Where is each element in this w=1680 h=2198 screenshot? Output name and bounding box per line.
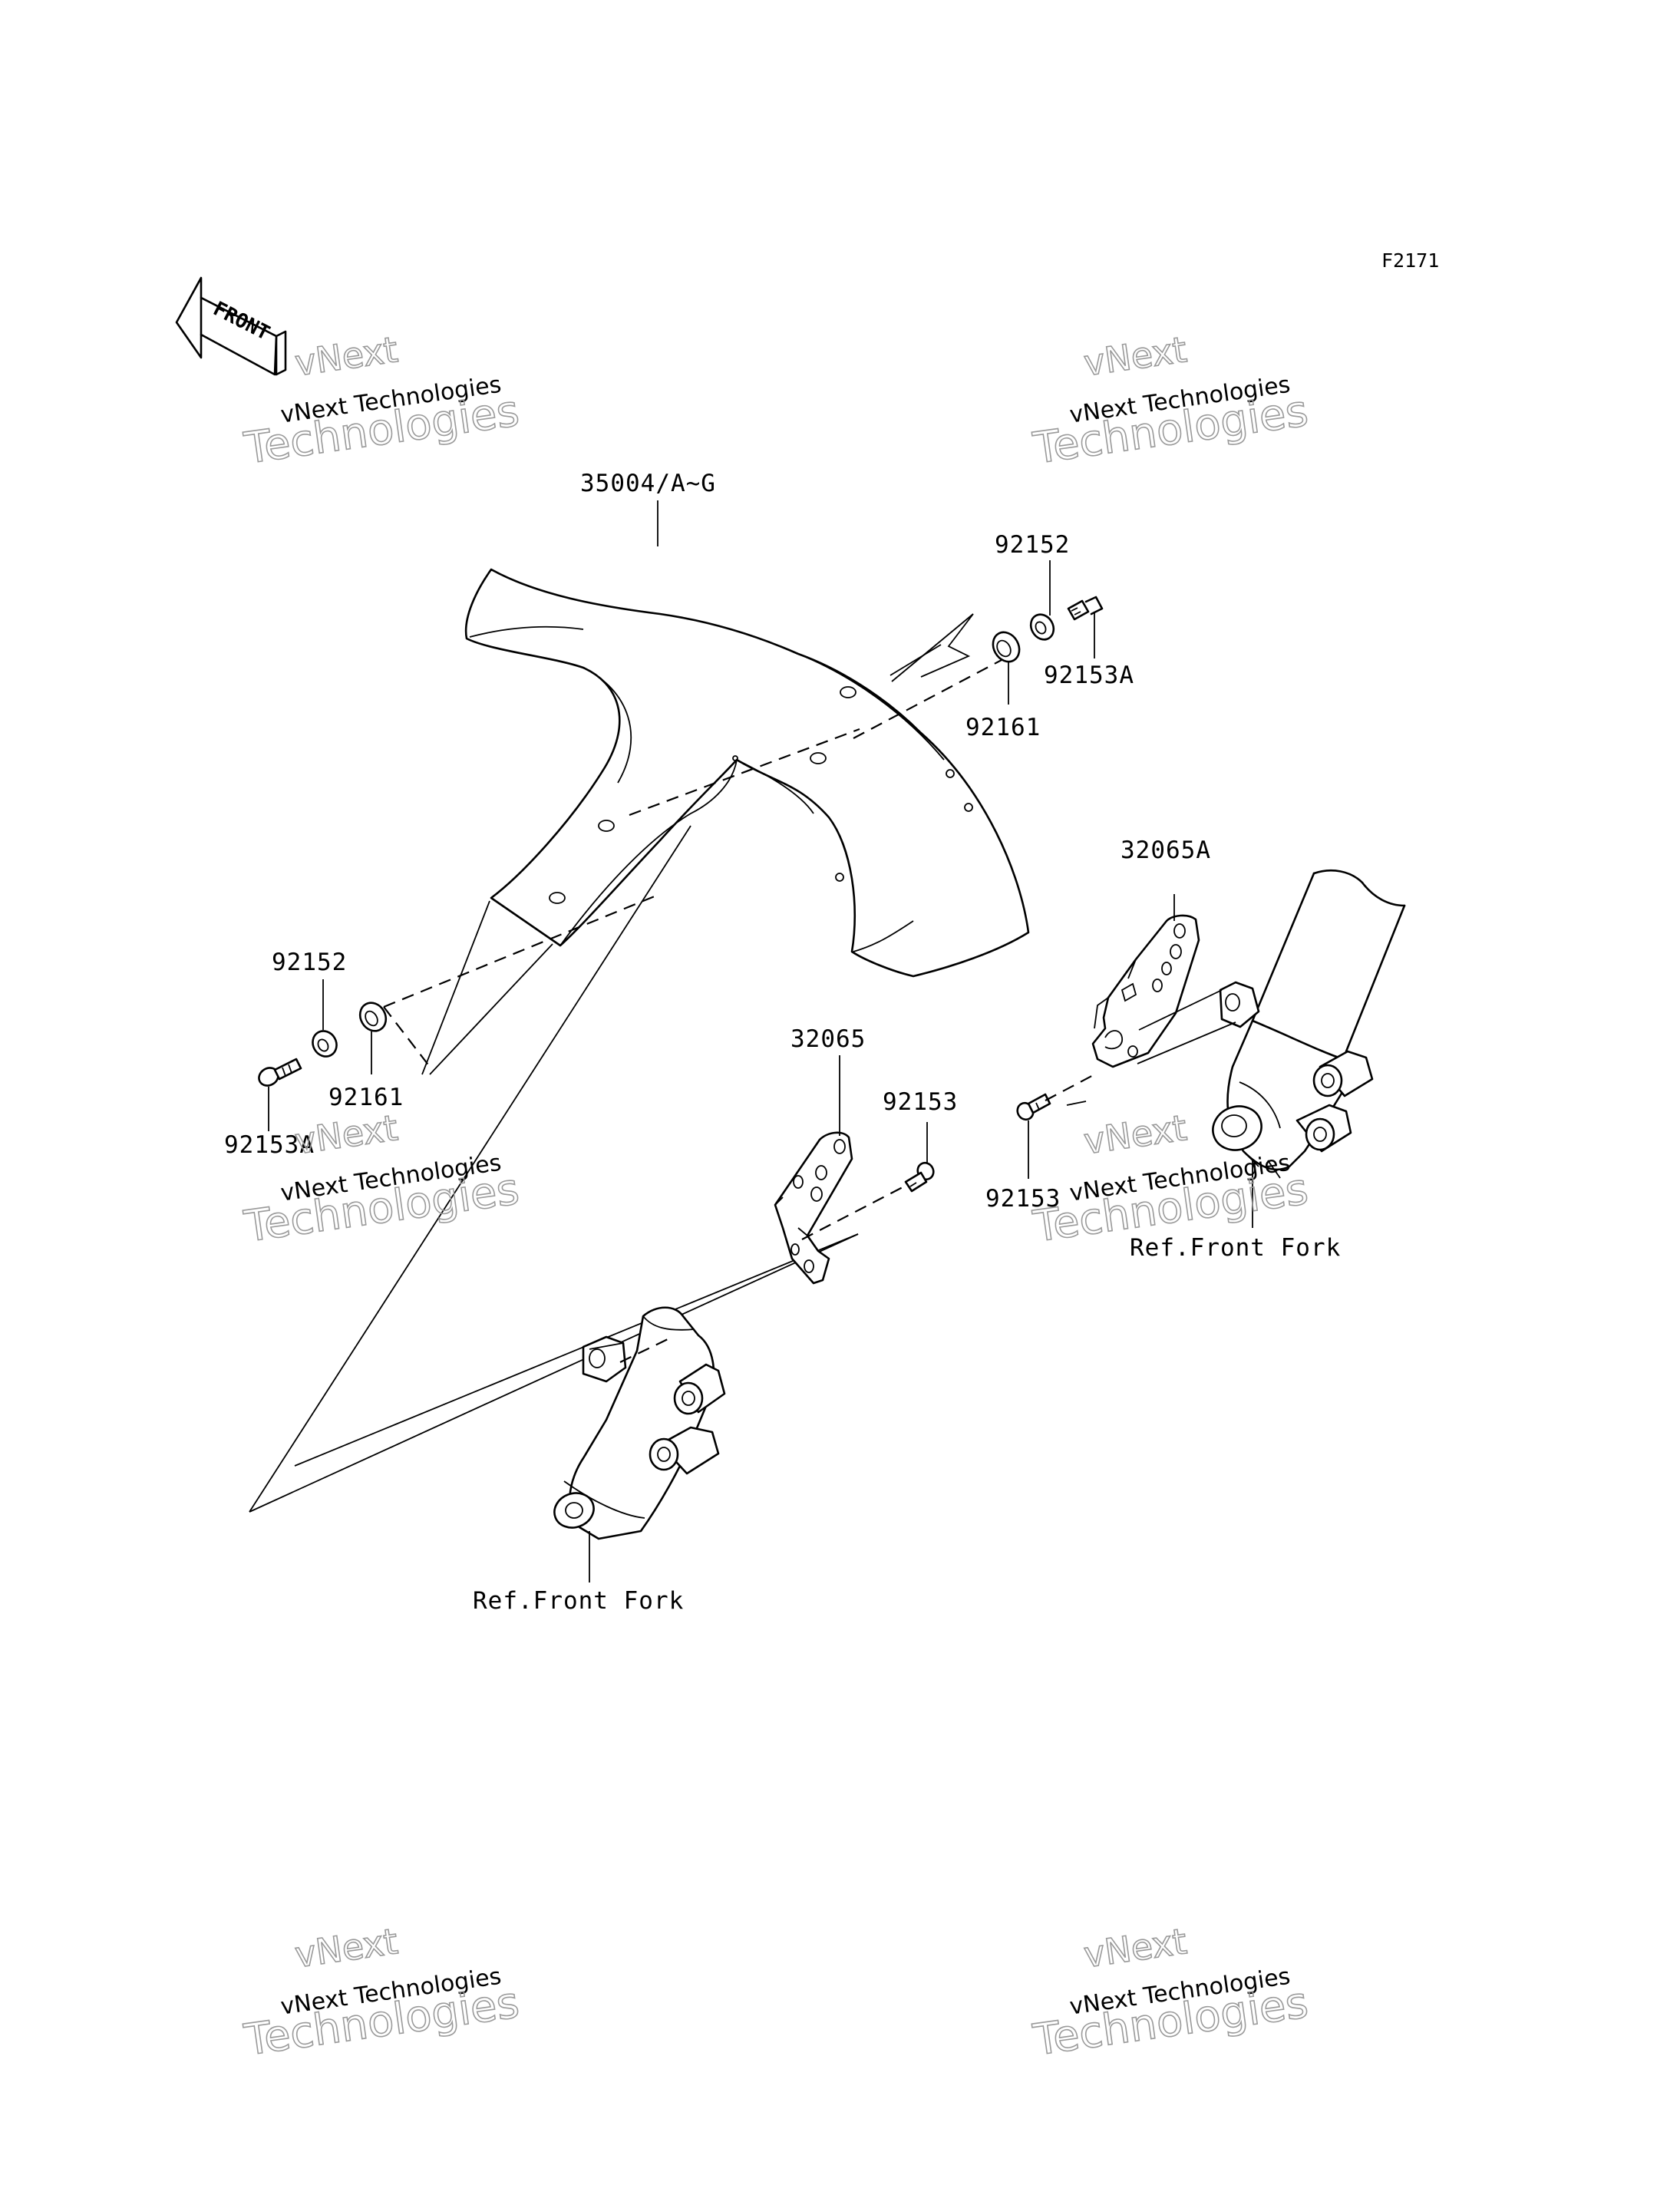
fender-hole — [810, 752, 827, 764]
fender-hole — [964, 803, 973, 812]
axis-upper-left — [629, 728, 860, 817]
watermark: vNext vNext Technologies Technologies — [240, 1919, 523, 2066]
svg-text:vNext: vNext — [292, 1107, 401, 1162]
fender-hole — [732, 755, 738, 761]
label-ref-fork-left: Ref.Front Fork — [473, 1587, 684, 1615]
fender-hole — [835, 873, 844, 882]
grommet-92161-upper — [992, 631, 1021, 663]
bracket-hole — [793, 1175, 804, 1189]
bracket-hole — [815, 1165, 827, 1180]
label-grommet-lower: 92161 — [328, 1084, 404, 1111]
assembly-guide-lines — [249, 613, 974, 1513]
grommet-92161-lower — [358, 1002, 388, 1032]
bracket-hole — [790, 1243, 800, 1256]
label-grommet-upper: 92161 — [965, 714, 1041, 741]
label-front-fender: 35004/A~G — [580, 470, 716, 497]
bolt-92153-center — [904, 1161, 935, 1193]
label-collar-upper: 92152 — [995, 531, 1070, 559]
label-collar-lower: 92152 — [272, 949, 347, 976]
bracket-hole — [833, 1139, 846, 1154]
svg-text:vNext: vNext — [1081, 1107, 1190, 1162]
bracket-hole — [1173, 923, 1186, 939]
axis-right-bolt — [1045, 1072, 1098, 1101]
axis-upper — [853, 659, 1002, 739]
fender-hole — [549, 892, 566, 904]
bracket-hole — [804, 1259, 814, 1273]
label-bolt-right: 92153 — [985, 1185, 1061, 1213]
label-bracket-left: 32065 — [790, 1025, 866, 1053]
bracket-hole — [1127, 1045, 1138, 1058]
svg-text:vNext: vNext — [1081, 1920, 1190, 1975]
bracket-hole — [1152, 979, 1163, 992]
bracket-hole — [1161, 962, 1172, 975]
bracket-hole — [810, 1186, 823, 1202]
collar-92152-lower — [312, 1030, 338, 1058]
fender-hole — [598, 820, 615, 832]
svg-text:vNext: vNext — [292, 1920, 401, 1975]
label-bolt-center: 92153 — [883, 1088, 958, 1116]
fender-hole — [946, 769, 955, 778]
front-arrow-icon: FRONT — [175, 276, 287, 376]
axis-left-bolt — [383, 1006, 431, 1068]
watermark: vNext vNext Technologies Technologies — [1029, 1919, 1312, 2066]
axis-lower — [383, 893, 661, 1008]
bolt-92153-right — [1016, 1093, 1051, 1121]
svg-text:vNext: vNext — [1081, 328, 1190, 384]
leader-lines — [268, 500, 1253, 1582]
front-fork-left — [553, 1306, 726, 1540]
label-ref-fork-right: Ref.Front Fork — [1130, 1234, 1341, 1262]
figure-code: F2171 — [1381, 249, 1439, 272]
label-bolt-lower-a: 92153A — [224, 1131, 315, 1159]
label-bolt-upper-a: 92153A — [1044, 662, 1134, 689]
fender-hole — [840, 686, 857, 698]
assembly-guide-lines-right — [1137, 1021, 1236, 1064]
front-fork-right — [1212, 869, 1406, 1179]
bolt-92153a-lower — [258, 1058, 302, 1087]
watermark: vNext vNext Technologies Technologies — [240, 1106, 523, 1252]
svg-text:vNext: vNext — [292, 328, 401, 384]
assembly-guide-lines-right — [1138, 989, 1223, 1031]
assembly-guide-lines-right — [1066, 1101, 1087, 1106]
bolt-92153a-upper — [1067, 596, 1104, 621]
watermark: vNext vNext Technologies Technologies — [1029, 328, 1312, 474]
front-fender-35004 — [464, 568, 1030, 978]
label-bracket-right: 32065A — [1121, 837, 1211, 864]
bracket-32065 — [774, 1131, 853, 1285]
bracket-hole — [1170, 944, 1182, 959]
collar-92152-upper — [1029, 613, 1055, 641]
